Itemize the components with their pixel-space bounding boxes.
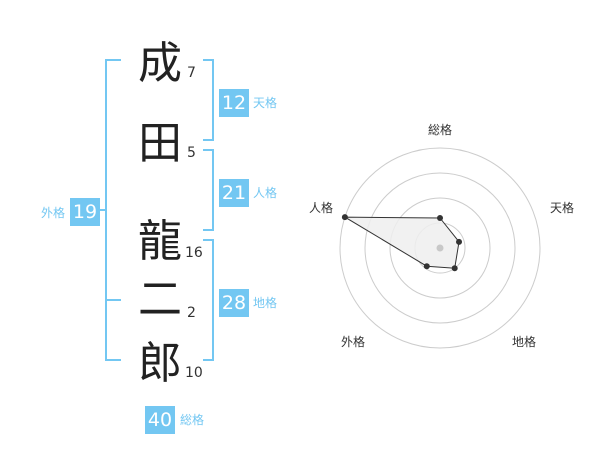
gaikaku-value: 19: [70, 198, 100, 226]
stroke-count-1: 7: [187, 65, 196, 81]
tenkaku-label: 天格: [253, 96, 278, 110]
radar-point-0: [437, 215, 443, 221]
chikaku-label: 地格: [253, 296, 278, 310]
radar-point-3: [423, 263, 430, 270]
tenkaku-value: 12: [219, 89, 249, 117]
name-char-5: 郎: [138, 338, 182, 389]
radar-ring-2: [389, 197, 491, 299]
name-char-2: 田: [138, 118, 182, 169]
stroke-count-3: 16: [185, 245, 203, 261]
radar-axis-label-chikaku: 地格: [512, 335, 537, 349]
radar-ring-3: [364, 172, 516, 324]
name-char-3: 龍: [138, 216, 182, 267]
radar-axis-label-jinkaku: 人格: [309, 201, 334, 215]
stroke-count-4: 2: [187, 305, 196, 321]
radar-ring-4: [339, 147, 541, 349]
radar-point-4: [341, 214, 348, 221]
radar-point-1: [456, 238, 463, 245]
radar-series-polygon: [343, 216, 460, 269]
soukaku-value: 40: [145, 406, 175, 434]
name-char-1: 成: [138, 38, 182, 89]
gaikaku-label: 外格: [41, 206, 66, 220]
radar-axis-label-soukaku: 総格: [428, 123, 453, 137]
jinkaku-value: 21: [219, 179, 249, 207]
radar-point-2: [451, 265, 458, 272]
jinkaku-label: 人格: [253, 186, 278, 200]
name-char-4: 二: [138, 274, 182, 325]
radar-axis-label-tenkaku: 天格: [550, 201, 575, 215]
radar-center-point: [436, 244, 444, 252]
soukaku-label: 総格: [180, 413, 205, 427]
stroke-count-5: 10: [185, 365, 203, 381]
stroke-count-2: 5: [187, 145, 196, 161]
chikaku-value: 28: [219, 289, 249, 317]
radar-axis-label-gaikaku: 外格: [341, 335, 366, 349]
